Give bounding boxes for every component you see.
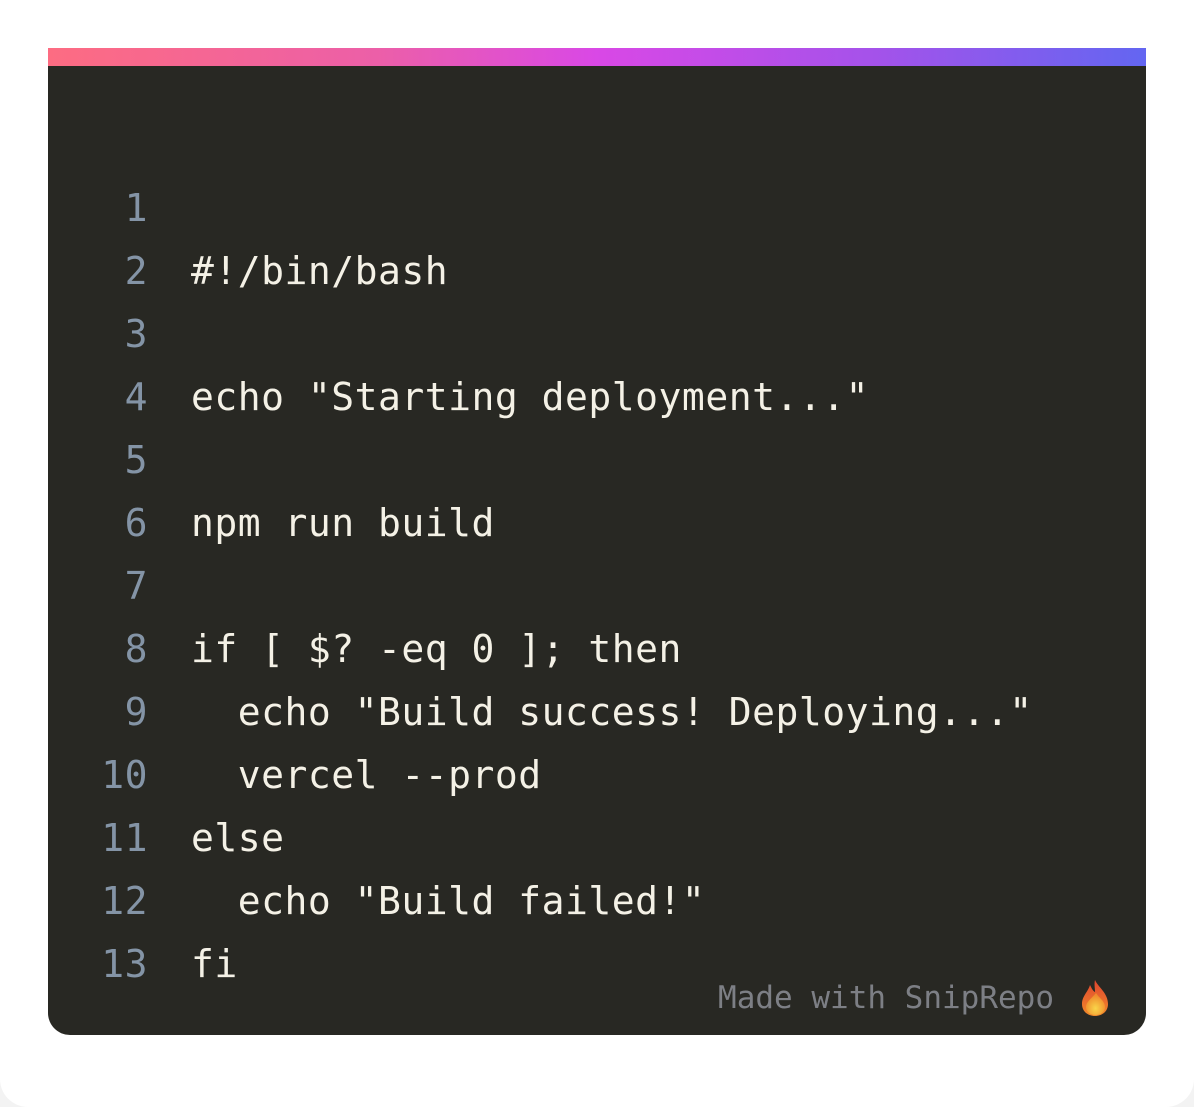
- line-text: echo "Build success! Deploying...": [191, 690, 1033, 734]
- code-line: 1 #!/bin/bash: [48, 114, 1146, 293]
- code-line: 6: [48, 429, 1146, 545]
- line-number: 5: [124, 438, 148, 482]
- line-text: vercel --prod: [191, 753, 542, 797]
- watermark: Made with SnipRepo: [718, 979, 1110, 1017]
- line-number: 6: [124, 501, 148, 545]
- line-text: #!/bin/bash: [191, 249, 449, 293]
- line-number: 8: [124, 627, 148, 671]
- line-number: 10: [101, 753, 148, 797]
- line-number: 1: [124, 186, 148, 230]
- line-number: 12: [101, 879, 148, 923]
- line-number: 3: [124, 312, 148, 356]
- flame-icon: [1080, 979, 1110, 1017]
- line-text: if [ $? -eq 0 ]; then: [191, 627, 682, 671]
- line-text: echo "Build failed!": [191, 879, 706, 923]
- code-snippet-card: 1 #!/bin/bash 2 3 echo "Starting deploym…: [48, 48, 1146, 1035]
- line-number: 9: [124, 690, 148, 734]
- line-number: 7: [124, 564, 148, 608]
- code-line: 2: [48, 177, 1146, 293]
- line-number: 4: [124, 375, 148, 419]
- code-line: 4: [48, 303, 1146, 419]
- code-line: 12 fi: [48, 807, 1146, 986]
- line-text: npm run build: [191, 501, 495, 545]
- code-line: 11 echo "Build failed!": [48, 744, 1146, 923]
- accent-gradient-bar: [48, 48, 1146, 66]
- code-line: 9 vercel --prod: [48, 618, 1146, 797]
- line-number: 2: [124, 249, 148, 293]
- code-line: 7 if [ $? -eq 0 ]; then: [48, 492, 1146, 671]
- line-number: 11: [101, 816, 148, 860]
- line-text: else: [191, 816, 285, 860]
- code-line: 10 else: [48, 681, 1146, 860]
- line-text: fi: [191, 942, 238, 986]
- code-line: 8 echo "Build success! Deploying...": [48, 555, 1146, 734]
- watermark-text: Made with SnipRepo: [718, 980, 1054, 1016]
- code-line: 5 npm run build: [48, 366, 1146, 545]
- code-line: 3 echo "Starting deployment...": [48, 240, 1146, 419]
- code-block: 1 #!/bin/bash 2 3 echo "Starting deploym…: [48, 114, 1146, 986]
- line-number: 13: [101, 942, 148, 986]
- code-line: 13: [48, 870, 1146, 986]
- line-text: echo "Starting deployment...": [191, 375, 869, 419]
